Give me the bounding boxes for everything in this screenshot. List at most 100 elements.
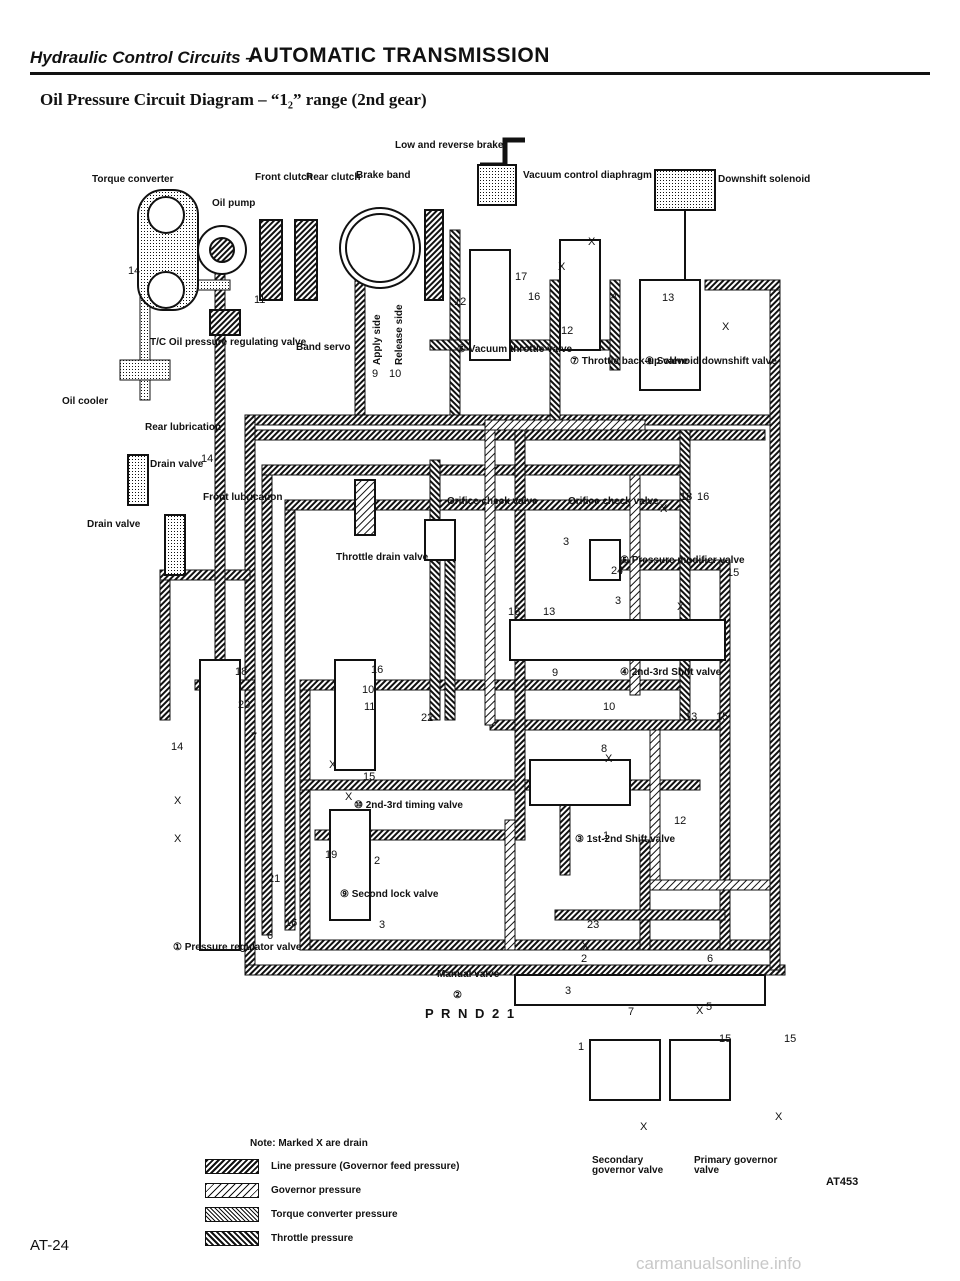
svg-text:7: 7	[628, 1006, 634, 1018]
label-orifice-check-1: Orifice check valve	[447, 496, 538, 507]
svg-text:11: 11	[364, 701, 375, 713]
label-primary-governor: Primary governor valve	[694, 1155, 778, 1176]
label-shift-2-3: ④ 2nd-3rd Shift valve	[620, 667, 722, 678]
svg-text:22: 22	[421, 712, 433, 724]
label-manual-num: ②	[453, 990, 462, 1001]
svg-text:6: 6	[267, 930, 273, 942]
svg-text:12: 12	[561, 325, 573, 337]
svg-text:X: X	[775, 1111, 783, 1123]
label-vacuum-throttle: ⑥ Vacuum throttle valve	[457, 344, 573, 355]
svg-text:3: 3	[563, 536, 569, 548]
label-vacuum-diaphragm: Vacuum control diaphragm	[523, 170, 652, 181]
legend-row-line: Line pressure (Governor feed pressure)	[205, 1157, 605, 1176]
governor-labels: Secondary governor valve Primary governo…	[588, 1156, 788, 1196]
svg-text:10: 10	[362, 684, 374, 696]
legend-label: Torque converter pressure	[271, 1209, 398, 1220]
svg-text:12: 12	[454, 296, 466, 308]
diagram-title: Oil Pressure Circuit Diagram – “1₂” rang…	[40, 90, 427, 109]
label-shift-1-2: ③ 1st-2nd Shift valve	[575, 834, 676, 845]
svg-text:X: X	[174, 833, 182, 845]
svg-text:5: 5	[706, 1001, 712, 1013]
label-band-servo: Band servo	[296, 342, 350, 353]
svg-text:1: 1	[578, 1041, 584, 1053]
svg-text:19: 19	[325, 849, 337, 861]
label-low-reverse-brake: Low and reverse brake	[395, 140, 504, 151]
vacuum-diaphragm	[477, 137, 525, 206]
svg-text:X: X	[588, 236, 596, 248]
passage-numbers: 14 14 11 12 9 10 17 16 12 X X 13 4 X 18 …	[128, 236, 796, 1133]
svg-text:X: X	[329, 759, 337, 771]
legend-row-governor: Governor pressure	[205, 1181, 605, 1200]
label-oil-pump: Oil pump	[212, 198, 255, 209]
svg-text:16: 16	[528, 291, 540, 303]
svg-text:X: X	[696, 1005, 704, 1017]
legend-note: Note: Marked X are drain	[250, 1138, 368, 1149]
label-prnd: P R N D 2 1	[425, 1006, 516, 1021]
legend-label: Throttle pressure	[271, 1233, 354, 1244]
svg-text:15: 15	[784, 1033, 796, 1045]
svg-text:14: 14	[171, 741, 183, 753]
legend: Note: Marked X are drain Line pressure (…	[205, 1138, 605, 1253]
page-header: Hydraulic Control Circuits – AUTOMATIC T…	[30, 44, 930, 75]
label-pressure-regulator: ① Pressure regulator valve	[173, 942, 302, 953]
oil-pressure-circuit-diagram: Torque converter Oil pump Front clutch R…	[62, 137, 810, 1133]
svg-text:3: 3	[379, 919, 385, 931]
svg-text:X: X	[605, 753, 613, 765]
svg-text:23: 23	[587, 919, 599, 931]
svg-text:4: 4	[611, 291, 617, 303]
valve-bodies	[127, 239, 766, 1101]
low-reverse-brake	[424, 209, 444, 301]
legend-swatch-throttle	[205, 1231, 259, 1246]
main-title: AUTOMATIC TRANSMISSION	[248, 44, 550, 67]
label-release-side: Release side	[394, 304, 405, 365]
torque-converter	[137, 189, 199, 311]
svg-text:X: X	[582, 941, 590, 953]
svg-text:14: 14	[201, 453, 213, 465]
svg-text:18: 18	[680, 491, 692, 503]
label-orifice-check-2: Orifice check valve	[568, 496, 659, 507]
svg-text:1: 1	[603, 830, 609, 842]
legend-row-tc: Torque converter pressure	[205, 1205, 605, 1224]
svg-text:3: 3	[615, 595, 621, 607]
svg-text:X: X	[558, 261, 566, 273]
svg-text:13: 13	[543, 606, 555, 618]
label-tc-valve: T/C Oil pressure regulating valve	[150, 337, 307, 348]
legend-label: Governor pressure	[271, 1185, 362, 1196]
clutch-pack	[259, 219, 318, 301]
legend-row-throttle: Throttle pressure	[205, 1229, 605, 1248]
svg-text:X: X	[174, 795, 182, 807]
label-second-lock: ⑨ Second lock valve	[340, 889, 439, 900]
label-torque-converter: Torque converter	[92, 174, 174, 185]
section-title: Hydraulic Control Circuits –	[30, 48, 255, 67]
label-drain-valve-small: Drain valve	[150, 459, 204, 470]
downshift-solenoid	[654, 169, 716, 290]
label-secondary-governor: Secondary governor valve	[592, 1155, 664, 1176]
svg-text:9: 9	[372, 368, 378, 380]
svg-text:X: X	[722, 321, 730, 333]
page-number: AT-24	[30, 1237, 69, 1254]
svg-text:12: 12	[674, 815, 686, 827]
brake-band	[339, 207, 421, 289]
svg-text:X: X	[677, 601, 685, 613]
svg-text:15: 15	[719, 1033, 731, 1045]
svg-text:16: 16	[697, 491, 709, 503]
svg-text:10: 10	[389, 368, 401, 380]
svg-text:X: X	[640, 1121, 648, 1133]
svg-text:7: 7	[251, 731, 257, 743]
label-throttle-drain: Throttle drain valve	[336, 552, 429, 563]
label-brake-band: Brake band	[356, 170, 410, 181]
svg-text:9: 9	[552, 667, 558, 679]
svg-text:13: 13	[662, 292, 674, 304]
svg-text:15: 15	[363, 771, 375, 783]
svg-text:16: 16	[508, 606, 520, 618]
label-rear-lubrication: Rear lubrication	[145, 422, 221, 433]
svg-text:13: 13	[685, 711, 697, 723]
svg-text:17: 17	[515, 271, 527, 283]
label-manual-valve: Manual valve	[437, 969, 500, 980]
svg-text:6: 6	[707, 953, 713, 965]
label-drain-valve: Drain valve	[87, 519, 141, 530]
label-apply-side: Apply side	[372, 314, 383, 365]
svg-text:8: 8	[601, 743, 607, 755]
label-oil-cooler: Oil cooler	[62, 396, 108, 407]
svg-text:16: 16	[371, 664, 383, 676]
